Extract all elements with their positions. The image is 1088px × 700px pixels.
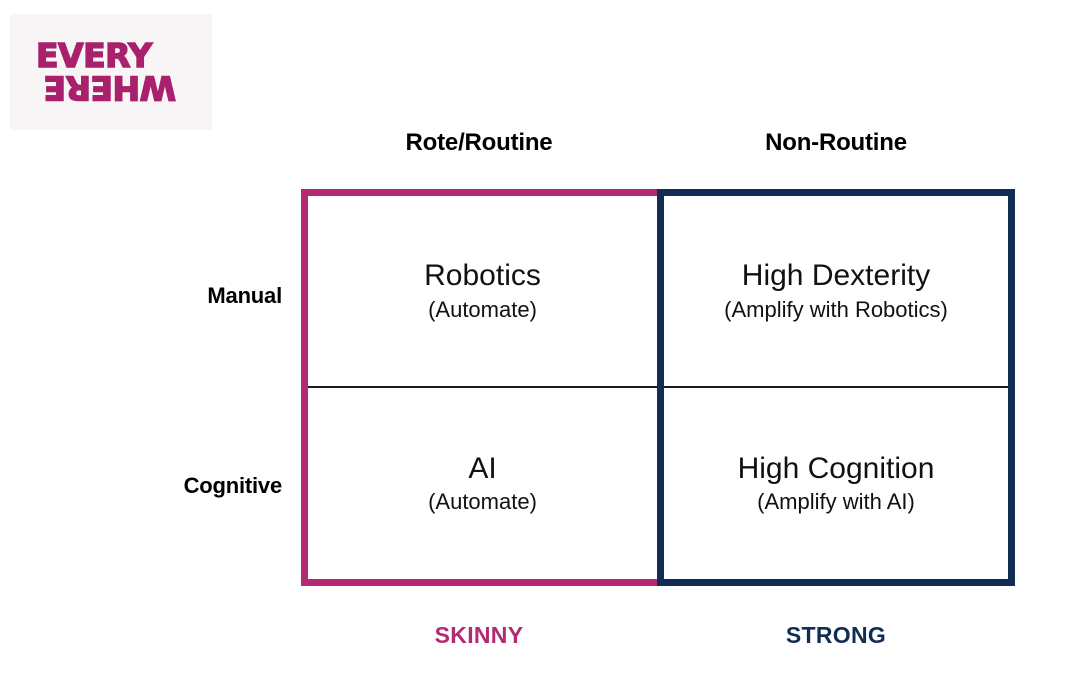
column-header-non-routine: Non-Routine xyxy=(765,129,907,156)
row-label-manual: Manual xyxy=(207,283,282,308)
logo-text-every: EVERY xyxy=(35,36,153,76)
footer-label-strong: STRONG xyxy=(785,622,887,648)
cell-title: High Dexterity xyxy=(741,259,931,293)
cell-title: Robotics xyxy=(424,259,541,293)
matrix-cell-manual-rote: Robotics (Automate) xyxy=(308,196,657,388)
cell-subtitle: (Automate) xyxy=(428,296,537,322)
matrix-cell-cognitive-rote: AI (Automate) xyxy=(308,387,657,579)
cell-title: AI xyxy=(468,451,497,485)
footer-label-skinny: SKINNY xyxy=(434,622,524,648)
column-header-rote-routine: Rote/Routine xyxy=(405,129,553,156)
row-label-cognitive: Cognitive xyxy=(183,473,283,498)
matrix-cell-cognitive-nonroutine: High Cognition (Amplify with AI) xyxy=(664,387,1008,579)
cell-subtitle: (Amplify with AI) xyxy=(757,489,915,515)
matrix-cell-manual-nonroutine: High Dexterity (Amplify with Robotics) xyxy=(664,196,1008,388)
matrix-column-non-routine: High Dexterity (Amplify with Robotics) H… xyxy=(657,189,1015,586)
brand-logo: EVERY WHERE xyxy=(10,14,212,130)
cell-subtitle: (Amplify with Robotics) xyxy=(724,296,948,322)
cell-subtitle: (Automate) xyxy=(428,489,537,515)
cell-title: High Cognition xyxy=(737,451,935,485)
logo-text-where: WHERE xyxy=(43,68,177,109)
two-by-two-matrix: Robotics (Automate) AI (Automate) High D… xyxy=(301,189,1015,586)
matrix-column-rote-routine: Robotics (Automate) AI (Automate) xyxy=(301,189,657,586)
